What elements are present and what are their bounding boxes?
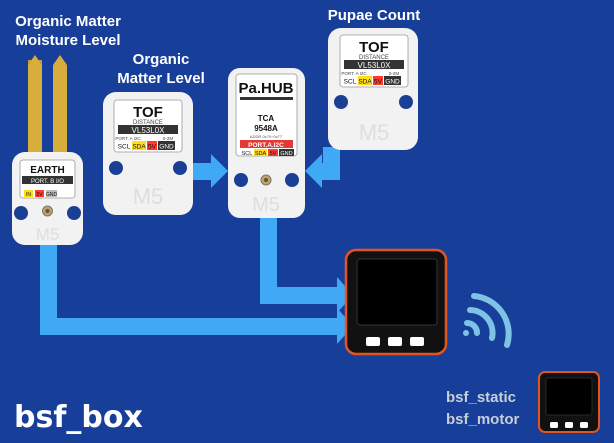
tof-right-port: PORT. A I2C — [341, 71, 367, 76]
wifi-icon — [463, 293, 512, 348]
label-pupae-count: Pupae Count — [327, 7, 421, 24]
core-small-screen — [545, 377, 593, 416]
pahub-pin-sda: SDA — [255, 151, 267, 157]
label-bsf-motor: bsf_motor — [446, 411, 520, 428]
core-main-button-b — [388, 337, 402, 346]
tof-left-module: TOF DISTANCE VL53L0X PORT. A I2C 0-2M SC… — [103, 92, 193, 215]
pahub-pin-5v: 5V — [270, 151, 277, 157]
probe-right — [53, 55, 67, 170]
earth-pin-5v: 5V — [36, 192, 43, 198]
arrowhead-tof-right — [305, 154, 322, 188]
tof-left-pin-5v: 5V — [148, 144, 157, 151]
tof-right-brand: M5 — [359, 120, 390, 145]
earth-brand: M5 — [36, 225, 60, 244]
tof-left-pin-gnd: GND — [159, 144, 174, 151]
core-small-button-c — [580, 422, 588, 428]
tof-left-port: PORT. A I2C — [115, 136, 141, 141]
tof-right-pin-gnd: GND — [385, 79, 400, 86]
tof-right-name: TOF — [359, 39, 389, 56]
tof-right-pin-sda: SDA — [358, 79, 372, 86]
core-main-screen — [356, 258, 438, 326]
tof-right-chip: VL53L0X — [358, 61, 392, 70]
tof-right-pin-scl: SCL — [344, 79, 357, 86]
tof-right-range: 0-2M — [389, 71, 400, 76]
tof-left-name: TOF — [133, 104, 163, 121]
lego-hole-left — [14, 206, 28, 220]
pahub-module: Pa.HUB TCA 9548A ADDR 0x70~0x77 PORT.A.I… — [228, 68, 305, 218]
arrowhead-tof-left — [211, 154, 228, 188]
label-line-2: Moisture Level — [15, 32, 121, 49]
tof-right-sub: DISTANCE — [359, 55, 389, 61]
connector-hub-vertical — [260, 218, 277, 303]
project-title: bsf_box — [14, 400, 143, 435]
earth-pin-in: IN — [26, 192, 31, 198]
core-small-button-a — [550, 422, 558, 428]
connector-hub-horizontal — [260, 287, 340, 304]
pahub-port: PORT.A.I2C — [248, 142, 284, 149]
connectors — [40, 147, 353, 344]
pahub-brand: M5 — [252, 194, 280, 216]
connector-tof-left — [192, 163, 214, 180]
pahub-chip2: 9548A — [254, 124, 278, 133]
pahub-chip: TCA — [258, 114, 275, 123]
core-device-small — [538, 371, 600, 433]
tof-left-pin-scl: SCL — [118, 144, 131, 151]
connector-tof-right-v — [323, 147, 340, 180]
pahub-pin-scl: SCL — [242, 151, 253, 157]
pahub-addr: ADDR 0x70~0x77 — [250, 134, 283, 139]
label-organic-matter-level: Organic Matter Level — [107, 50, 215, 88]
tof-left-sub: DISTANCE — [133, 120, 163, 126]
core-device-main — [344, 248, 448, 356]
earth-name: EARTH — [30, 165, 64, 176]
core-main-button-a — [366, 337, 380, 346]
earth-pin-gnd: GND — [46, 192, 58, 198]
pahub-name: Pa.HUB — [238, 80, 293, 97]
lego-hole-right — [67, 206, 81, 220]
pahub-pin-gnd: GND — [280, 151, 292, 157]
tof-left-range: 0-2M — [163, 136, 174, 141]
tof-left-brand: M5 — [133, 184, 164, 209]
core-small-button-b — [565, 422, 573, 428]
connector-earth-horizontal — [40, 318, 340, 335]
label-line-2: Matter Level — [117, 70, 205, 87]
label-line-1: Organic — [132, 51, 190, 68]
tof-right-pin-5v: 5V — [374, 79, 383, 86]
connector-earth-vertical — [40, 243, 57, 333]
label-line-1: Organic Matter — [15, 13, 121, 30]
label-organic-matter-moisture: Organic Matter Moisture Level — [4, 12, 132, 50]
tof-left-chip: VL53L0X — [132, 126, 166, 135]
label-bsf-static: bsf_static — [446, 389, 517, 406]
core-main-button-c — [410, 337, 424, 346]
tof-left-pin-sda: SDA — [132, 144, 146, 151]
tof-right-module: TOF DISTANCE VL53L0X PORT. A I2C 0-2M SC… — [328, 28, 418, 150]
earth-port: PORT. B I/O — [31, 179, 64, 185]
earth-sensor: EARTH PORT. B I/O IN 5V GND M5 — [12, 55, 83, 245]
